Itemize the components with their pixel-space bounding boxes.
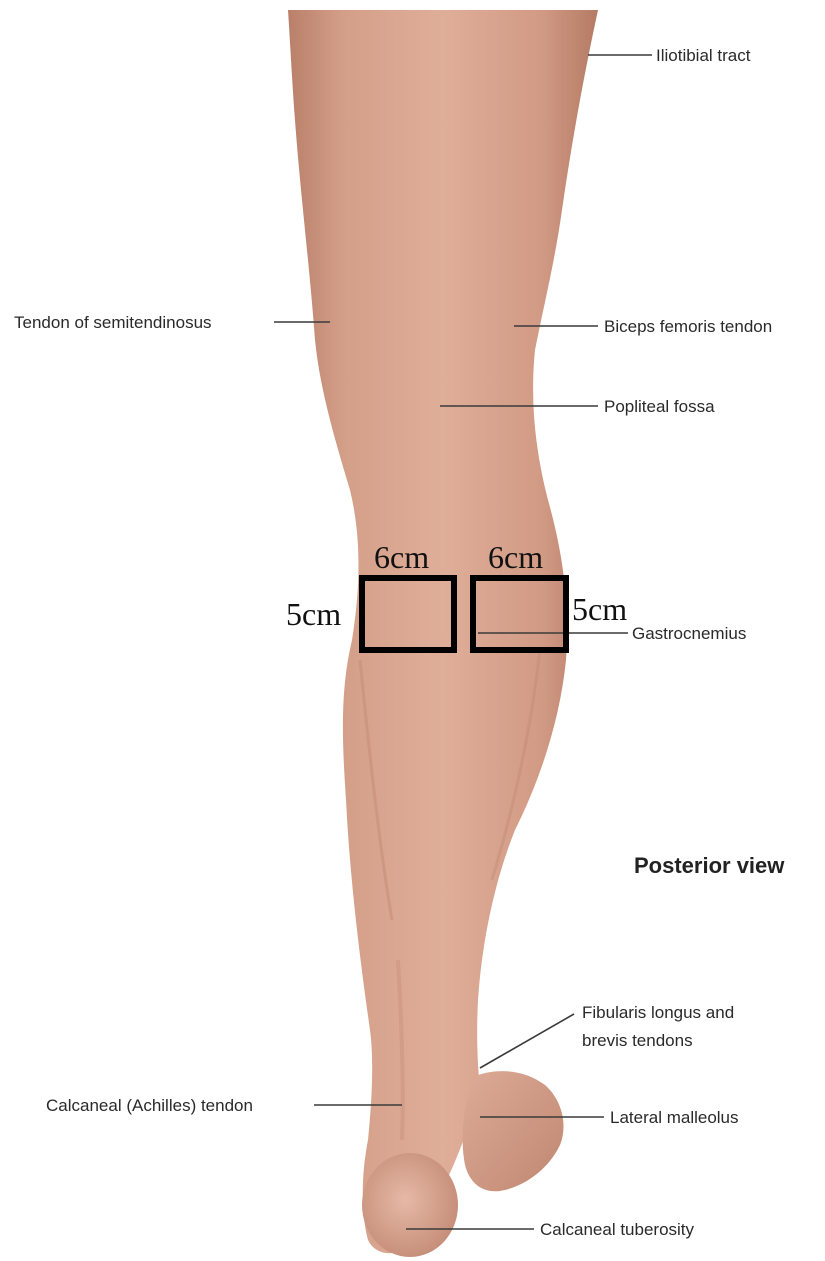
- heel-shape: [362, 1153, 458, 1257]
- label-fibularis-line2: brevis tendons: [582, 1031, 693, 1050]
- right-box-height-label: 5cm: [572, 591, 627, 627]
- left-box-height-label: 5cm: [286, 596, 341, 632]
- label-fibularis-line1: Fibularis longus and: [582, 1003, 734, 1022]
- leader-fibularis: [480, 1014, 574, 1068]
- label-popliteal-fossa: Popliteal fossa: [604, 397, 715, 416]
- right-box-width-label: 6cm: [488, 539, 543, 575]
- label-calcaneal-tuberosity: Calcaneal tuberosity: [540, 1220, 695, 1239]
- left-box-width-label: 6cm: [374, 539, 429, 575]
- label-calcaneal-tendon: Calcaneal (Achilles) tendon: [46, 1096, 253, 1115]
- label-biceps-femoris-tendon: Biceps femoris tendon: [604, 317, 772, 336]
- label-tendon-semitendinosus: Tendon of semitendinosus: [14, 313, 212, 332]
- view-title: Posterior view: [634, 853, 785, 878]
- label-gastrocnemius: Gastrocnemius: [632, 624, 746, 643]
- label-lateral-malleolus: Lateral malleolus: [610, 1108, 739, 1127]
- label-iliotibial-tract: Iliotibial tract: [656, 46, 751, 65]
- foot-shape: [463, 1071, 564, 1191]
